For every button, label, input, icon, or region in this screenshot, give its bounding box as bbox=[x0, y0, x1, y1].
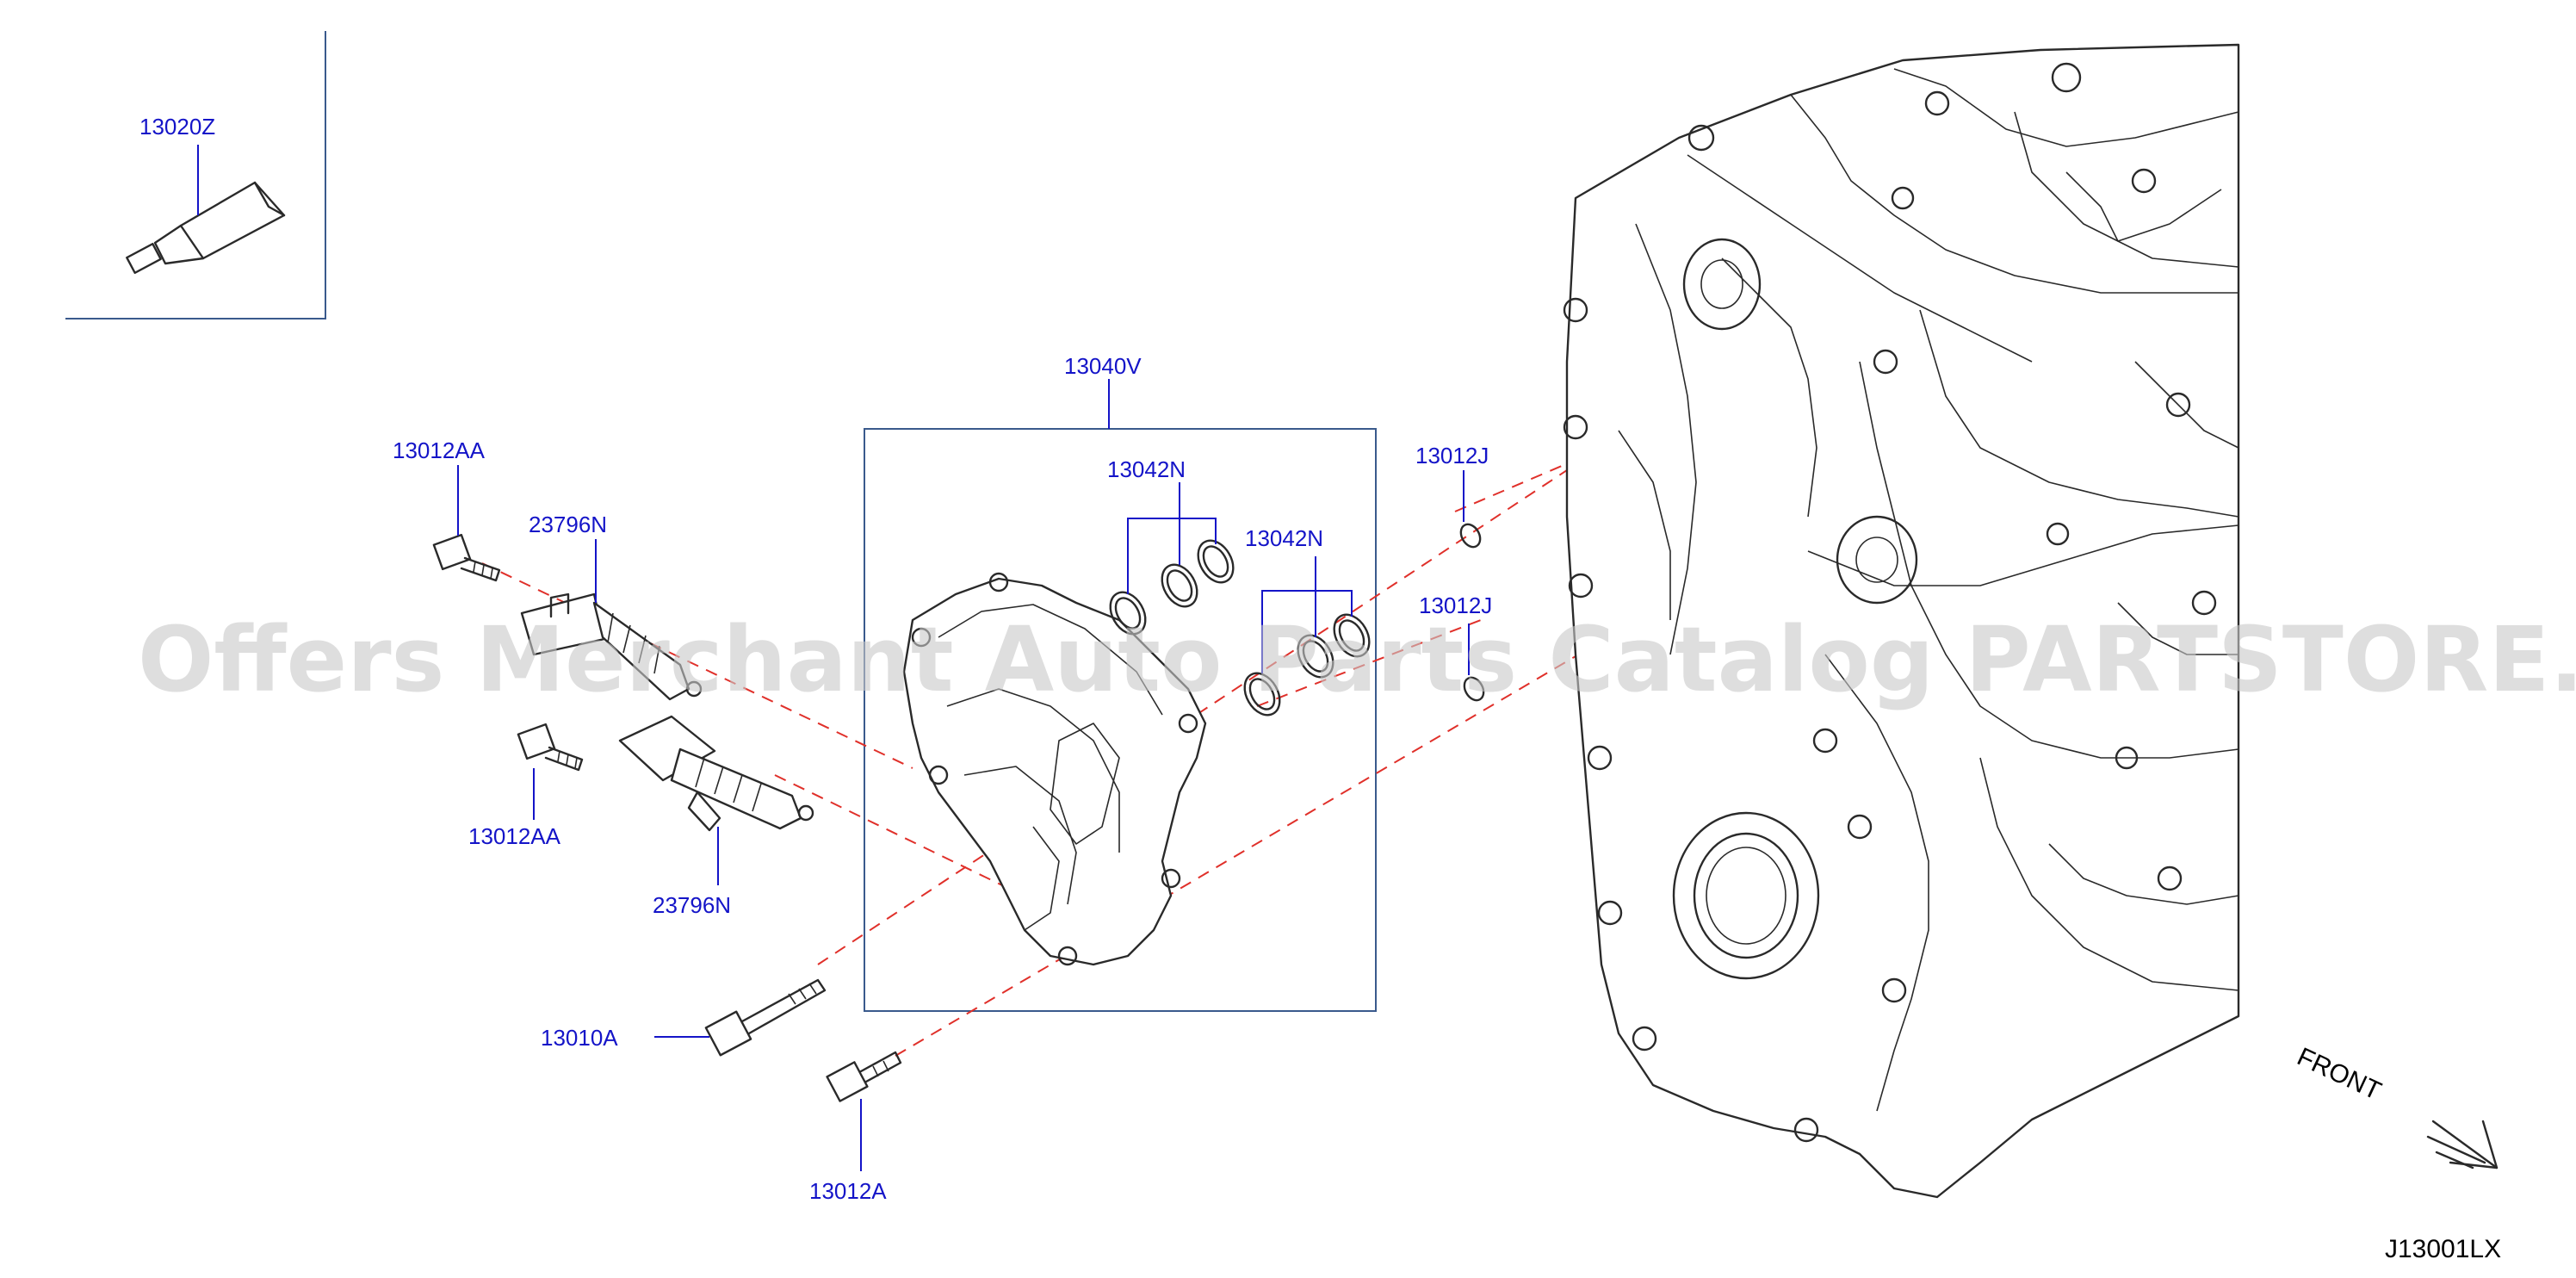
label-bolt-10a[interactable]: 13010A bbox=[541, 1025, 618, 1051]
label-valve-top[interactable]: 23796N bbox=[529, 512, 607, 537]
watermark-text: Offers Merchant Auto Parts Catalog PARTS… bbox=[138, 607, 2576, 712]
inset-frame bbox=[65, 31, 326, 320]
bolt-12a-drawing bbox=[826, 1051, 902, 1102]
front-label: FRONT bbox=[2293, 1042, 2386, 1106]
label-bolt-aa-bottom[interactable]: 13012AA bbox=[468, 823, 561, 849]
label-seal-j-bottom[interactable]: 13012J bbox=[1419, 592, 1492, 618]
diagram-code: J13001LX bbox=[2385, 1235, 2501, 1263]
kit-frame bbox=[864, 428, 1377, 1012]
bolt-aa-bottom-drawing bbox=[517, 723, 584, 772]
sealant-inset: 13020Z bbox=[65, 31, 326, 320]
label-oring-top[interactable]: 13042N bbox=[1107, 456, 1186, 482]
engine-block-drawing bbox=[1563, 43, 2240, 1199]
valve-bottom-drawing bbox=[618, 715, 814, 832]
o-ring-set-top bbox=[1109, 539, 1235, 636]
seal-j-top-drawing bbox=[1459, 523, 1482, 549]
label-kit[interactable]: 13040V bbox=[1064, 353, 1142, 379]
valve-top-drawing bbox=[520, 592, 703, 701]
sealant-tube-icon bbox=[126, 181, 286, 275]
seal-j-bottom-drawing bbox=[1463, 676, 1485, 702]
bolt-aa-top-drawing bbox=[432, 533, 501, 582]
front-arrow-icon bbox=[2426, 1120, 2499, 1169]
label-bolt-aa-top[interactable]: 13012AA bbox=[393, 437, 486, 463]
label-bolt-12a[interactable]: 13012A bbox=[809, 1178, 887, 1204]
label-valve-bottom[interactable]: 23796N bbox=[653, 892, 731, 918]
label-oring-right[interactable]: 13042N bbox=[1245, 525, 1323, 551]
front-cover-drawing bbox=[902, 572, 1207, 966]
bolt-10a-drawing bbox=[704, 978, 827, 1057]
label-sealant[interactable]: 13020Z bbox=[139, 114, 215, 140]
label-seal-j-top[interactable]: 13012J bbox=[1415, 443, 1489, 468]
o-ring-set-right bbox=[1243, 613, 1371, 717]
leader-oring-right bbox=[1261, 590, 1353, 673]
leader-oring-top bbox=[1127, 518, 1217, 594]
front-indicator: FRONT bbox=[2293, 1042, 2499, 1169]
